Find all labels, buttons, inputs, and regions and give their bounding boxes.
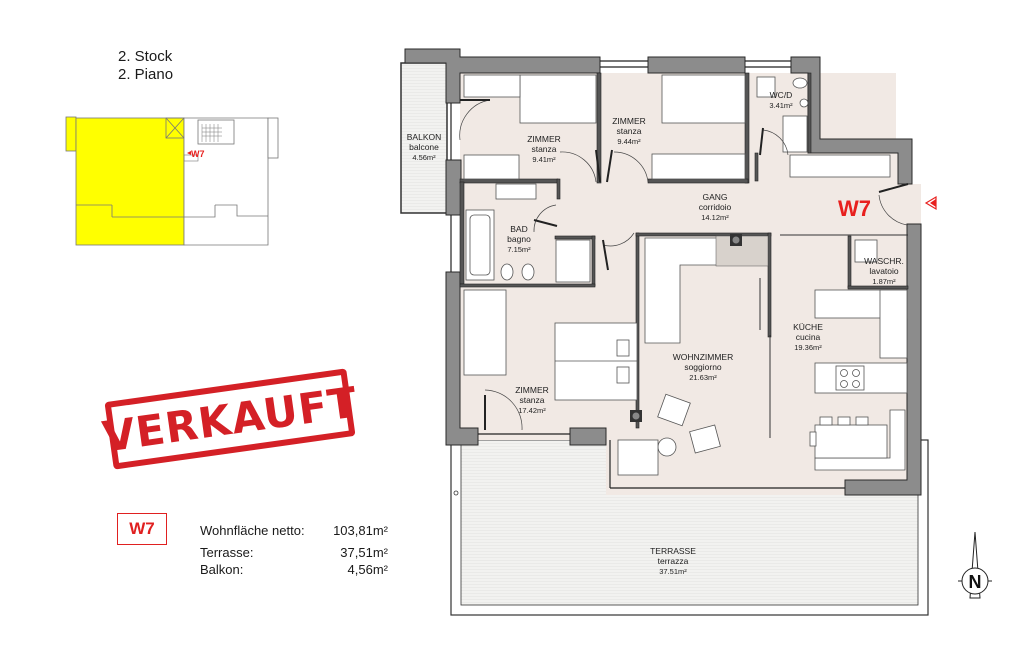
bad-area: 7.15m² [507, 245, 531, 254]
balkon-area: 4.56m² [412, 153, 436, 162]
zimmer1-name: ZIMMER [527, 134, 561, 144]
terrasse-area: 37.51m² [659, 567, 687, 576]
entrance-unit-label: W7 [838, 196, 871, 221]
zimmer3-name-it: stanza [519, 395, 544, 405]
zimmer2-name-it: stanza [616, 126, 641, 136]
zimmer1-name-it: stanza [531, 144, 556, 154]
zimmer3-area: 17.42m² [518, 406, 546, 415]
kueche-name: KÜCHE [793, 322, 823, 332]
terrasse-name-it: terrazza [658, 556, 689, 566]
north-arrow-icon: N [958, 531, 992, 599]
zimmer3-name: ZIMMER [515, 385, 549, 395]
keyplan-unit-marker: W7 [191, 149, 205, 159]
wohnzimmer-name-it: soggiorno [684, 362, 722, 372]
wohnzimmer-name: WOHNZIMMER [673, 352, 733, 362]
waschr-name: WASCHR. [864, 256, 904, 266]
waschr-name-it: lavatoio [869, 266, 899, 276]
gang-name: GANG [702, 192, 727, 202]
bad-name-it: bagno [507, 234, 531, 244]
balkon-name-it: balcone [409, 142, 439, 152]
wohnzimmer-area: 21.63m² [689, 373, 717, 382]
zimmer1-area: 9.41m² [532, 155, 556, 164]
stat-label-balkon: Balkon: [200, 562, 244, 577]
zimmer2-name: ZIMMER [612, 116, 646, 126]
wc-name: WC/D [770, 90, 793, 100]
wc-area: 3.41m² [769, 101, 793, 110]
floor-label-it: 2. Piano [118, 66, 174, 83]
stat-label-terrasse: Terrasse: [200, 545, 254, 560]
stat-value-wohnflaeche: 103,81m² [333, 523, 388, 538]
floor-label-de: 2. Stock [118, 48, 173, 65]
balkon-name: BALKON [407, 132, 442, 142]
gang-area: 14.12m² [701, 213, 729, 222]
kueche-area: 19.36m² [794, 343, 822, 352]
zimmer2-area: 9.44m² [617, 137, 641, 146]
bad-name: BAD [510, 224, 527, 234]
compass-label: N [969, 572, 982, 592]
stat-label-wohnflaeche: Wohnfläche netto: [200, 523, 305, 538]
stat-value-terrasse: 37,51m² [340, 545, 388, 560]
gang-name-it: corridoio [699, 202, 732, 212]
kueche-name-it: cucina [796, 332, 821, 342]
waschr-area: 1.87m² [872, 277, 896, 286]
stat-value-balkon: 4,56m² [347, 562, 388, 577]
key-plan: W7 [65, 116, 279, 246]
terrasse-name: TERRASSE [650, 546, 696, 556]
unit-id-badge: W7 [117, 513, 167, 545]
